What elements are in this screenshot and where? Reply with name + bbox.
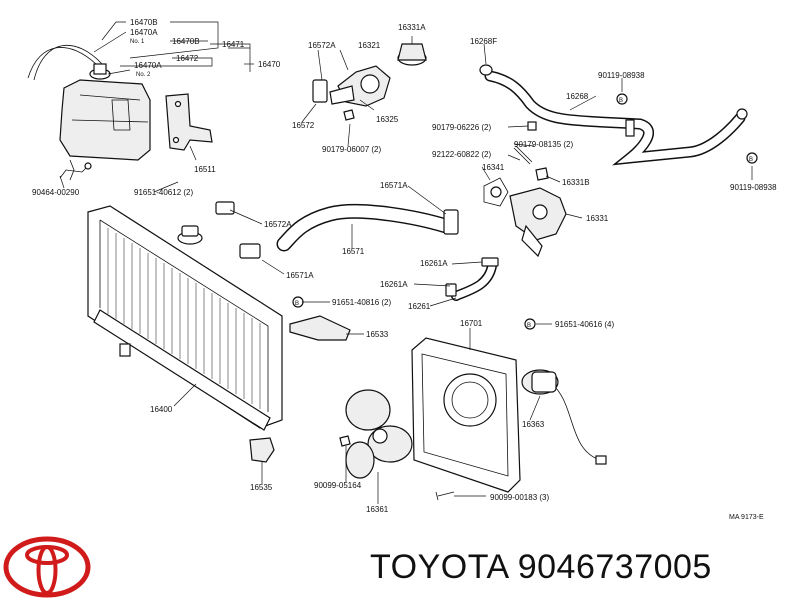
fan-motor [521,369,607,465]
label-92122-60822: 92122-60822 (2) [432,150,491,159]
water-inlet-housing [509,187,567,258]
shroud-bolt-b: B [524,318,536,330]
label-91651-40616: 91651-40616 (4) [555,320,614,329]
label-90099-00183: 90099-00183 (3) [490,493,549,502]
label-16331A: 16331A [398,23,426,32]
svg-text:B: B [527,323,531,329]
fan-nut [339,435,351,447]
part-labels: 16470B 16470A No. 1 16470B 16471 16472 1… [32,18,777,514]
tank-bracket [165,93,213,151]
label-16268F: 16268F [470,37,497,46]
label-91651-40816: 91651-40816 (2) [332,298,391,307]
label-no1: No. 1 [130,39,145,45]
label-90179-06007: 90179-06007 (2) [322,145,381,154]
label-90119-08938-right: 90119-08938 [730,183,777,192]
radiator [87,205,283,431]
label-16321: 16321 [358,41,381,50]
label-no2: No. 2 [136,72,151,78]
label-16470B-b: 16470B [172,37,200,46]
label-16572A-mid: 16572A [264,220,292,229]
label-16470A-a: 16470A [130,28,158,37]
label-16361: 16361 [366,505,389,514]
fan-shroud [411,337,521,493]
svg-text:B: B [619,98,623,104]
label-16701: 16701 [460,319,483,328]
label-16572A-top: 16572A [308,41,336,50]
label-16471: 16471 [222,40,245,49]
shroud-bolt [435,491,455,501]
label-90179-08135: 90179-08135 (2) [514,140,573,149]
b-callout-top: B [616,93,628,105]
diagram-reference-code: MA 9173-E [729,514,764,521]
bracket-bolt: B [292,296,304,308]
label-16261A-b: 16261A [380,280,408,289]
outlet-nut [343,109,355,121]
label-90464-00290: 90464-00290 [32,188,80,197]
bypass-pipe [479,64,748,166]
label-16341: 16341 [482,163,505,172]
label-16571A-top: 16571A [380,181,408,190]
label-16470: 16470 [258,60,281,69]
upper-hose [215,79,328,218]
leader-lines [59,21,753,504]
label-16571: 16571 [342,247,365,256]
label-16533: 16533 [366,330,389,339]
label-16400: 16400 [150,405,173,414]
inlet-nut [535,167,549,181]
pipe-bolt-top [527,121,537,131]
label-90119-08938-top: 90119-08938 [598,71,645,80]
inlet-gasket [483,177,509,207]
cooling-fan [345,389,413,479]
label-16572: 16572 [292,121,315,130]
toyota-logo-icon [3,536,91,598]
label-16268: 16268 [566,92,589,101]
label-16261: 16261 [408,302,431,311]
label-16470A-b: 16470A [134,61,162,70]
label-16363: 16363 [522,420,545,429]
label-90179-06226: 90179-06226 (2) [432,123,491,132]
label-16331B: 16331B [562,178,590,187]
shroud-bracket [289,315,351,341]
label-90099-05164: 90099-05164 [314,481,362,490]
reserve-tank [27,44,151,181]
label-16470B-a: 16470B [130,18,158,27]
lower-hose [239,203,459,259]
radiator-cushion [249,437,275,463]
svg-text:B: B [749,157,753,163]
label-16325: 16325 [376,115,399,124]
stud-bolt [513,145,533,165]
svg-text:B: B [295,301,299,307]
water-outlet [329,65,391,107]
label-16472: 16472 [176,54,199,63]
reserve-tank-clip [59,162,92,179]
label-16261A-a: 16261A [420,259,448,268]
label-16331: 16331 [586,214,609,223]
label-91651-40612: 91651-40612 (2) [134,188,193,197]
part-number: 9046737005 [517,548,712,586]
label-16511: 16511 [194,165,216,174]
thermostat [397,43,427,66]
label-16535: 16535 [250,483,273,492]
b-callout-right: B [746,152,758,164]
label-16571A-mid: 16571A [286,271,314,280]
brand-name: TOYOTA [370,548,508,586]
brand-part-title: TOYOTA 9046737005 [370,548,712,587]
